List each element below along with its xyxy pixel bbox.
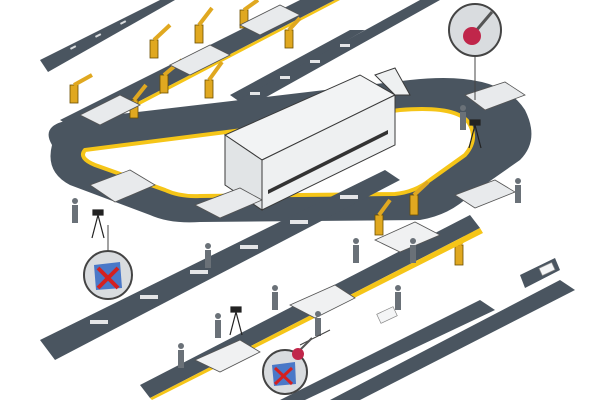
workers (72, 105, 521, 368)
car-bodies-lower (194, 221, 441, 373)
conveyor-belt-middle (40, 170, 400, 360)
conveyor-belt-bottom (280, 258, 575, 400)
robot-arms-top (69, 0, 302, 119)
magenta-ball-probe-icon (292, 348, 304, 360)
inspection-callout-defect (83, 225, 133, 300)
inspection-callout-probe (448, 3, 502, 100)
car-bodies-top (79, 4, 301, 126)
inspection-callout-bottom (262, 329, 331, 395)
car-bodies-loop (89, 81, 526, 219)
red-x-defect-icon (96, 266, 120, 290)
red-x-defect-icon (273, 366, 294, 386)
conveyor-belt-top-left (40, 0, 175, 72)
camera-tripods (91, 119, 482, 336)
paint-booth (223, 67, 411, 211)
magenta-ball-probe-icon (463, 27, 481, 45)
parts (376, 261, 556, 324)
